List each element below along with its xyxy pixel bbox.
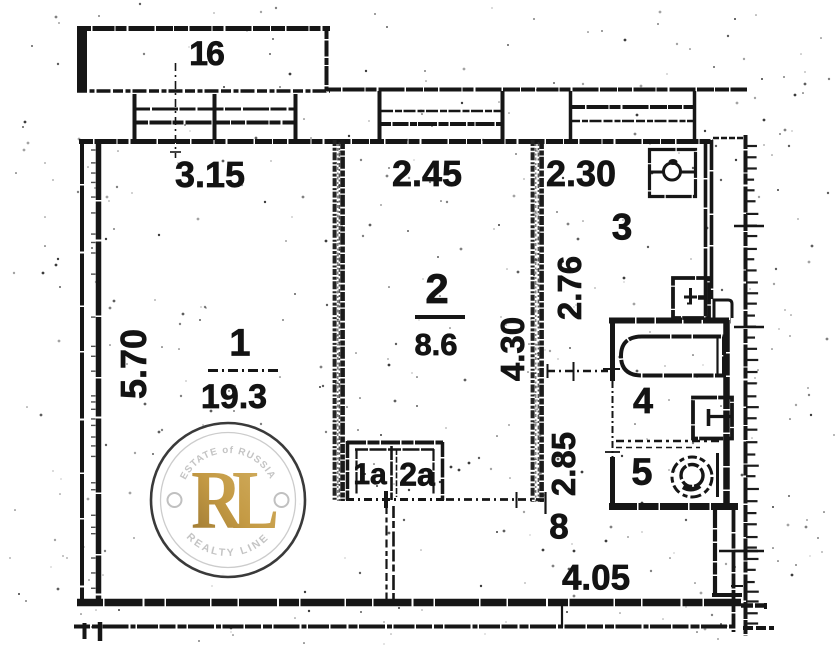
svg-text:16: 16 — [189, 35, 224, 73]
svg-text:5: 5 — [631, 452, 652, 494]
svg-text:2.45: 2.45 — [392, 153, 462, 194]
svg-text:2.30: 2.30 — [546, 153, 616, 194]
svg-text:2.85: 2.85 — [545, 432, 582, 496]
svg-text:1а: 1а — [353, 458, 387, 491]
svg-text:1: 1 — [229, 323, 250, 365]
svg-text:4.30: 4.30 — [494, 317, 531, 381]
svg-text:3.15: 3.15 — [175, 154, 245, 195]
svg-text:19.3: 19.3 — [201, 378, 267, 416]
svg-text:2.76: 2.76 — [551, 256, 588, 320]
svg-text:8.6: 8.6 — [414, 327, 457, 362]
svg-text:5.70: 5.70 — [113, 329, 154, 399]
svg-text:8: 8 — [549, 508, 568, 547]
svg-text:2: 2 — [425, 265, 448, 312]
svg-text:4: 4 — [633, 380, 653, 421]
svg-text:2а: 2а — [399, 457, 435, 493]
svg-text:RL: RL — [191, 453, 276, 546]
svg-text:3: 3 — [612, 206, 633, 247]
svg-text:4.05: 4.05 — [562, 559, 630, 598]
